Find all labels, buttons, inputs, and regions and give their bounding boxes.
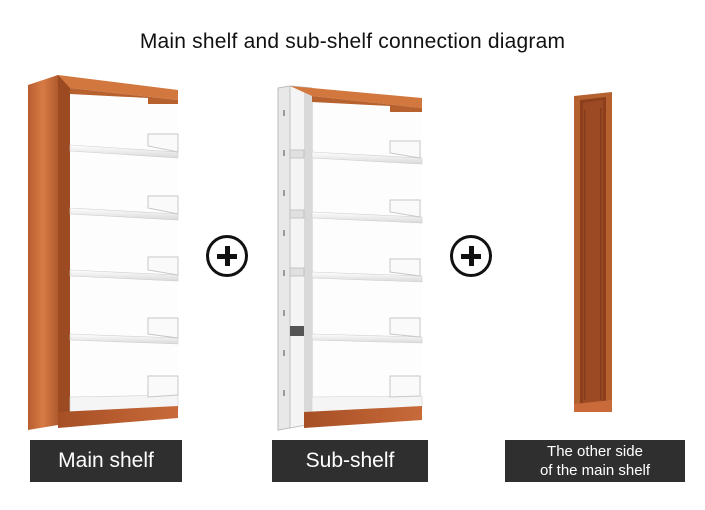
sub-shelf-label-text: Sub-shelf xyxy=(305,449,395,472)
side-panel-illustration xyxy=(574,92,612,412)
diagram-title: Main shelf and sub-shelf connection diag… xyxy=(139,30,566,53)
plus-circle-icon xyxy=(206,235,248,277)
other-side-label-line2: of the main shelf xyxy=(539,462,651,479)
main-shelf-label: Main shelf xyxy=(30,440,182,482)
sub-shelf-illustration xyxy=(277,85,423,431)
main-shelf-label-text: Main shelf xyxy=(58,449,154,472)
sub-shelf-label: Sub-shelf xyxy=(272,440,428,482)
other-side-label-line1: The other side xyxy=(547,443,643,460)
plus-circle-icon xyxy=(450,235,492,277)
main-shelf-illustration xyxy=(28,75,179,430)
other-side-label: The other side of the main shelf xyxy=(505,440,685,482)
